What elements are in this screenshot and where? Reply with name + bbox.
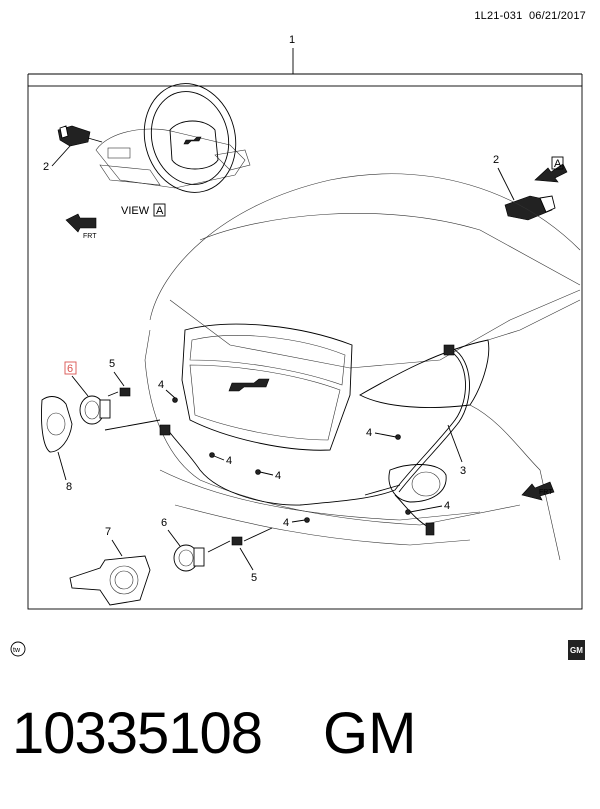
steering-wheel-illustration bbox=[95, 83, 251, 193]
diagram-frame bbox=[27, 85, 583, 610]
gm-logo-text: GM bbox=[570, 646, 583, 655]
callout-4-b: 4 bbox=[226, 455, 232, 467]
callout-5-bottom: 5 bbox=[251, 572, 257, 584]
callout-8: 8 bbox=[66, 481, 72, 493]
callout-4-d: 4 bbox=[283, 517, 289, 529]
frt-arrow-right: FRT bbox=[521, 481, 555, 501]
tw-mark: tw bbox=[10, 641, 26, 657]
callout-4-c: 4 bbox=[275, 470, 281, 482]
part-6-fog-lamp-bottom bbox=[173, 544, 205, 572]
view-a-arrow: A bbox=[534, 156, 568, 183]
doc-code: 1L21-031 bbox=[474, 10, 523, 22]
callout-7: 7 bbox=[105, 526, 111, 538]
view-label: VIEW bbox=[121, 205, 150, 217]
callout-6-highlight bbox=[64, 361, 77, 375]
callout-3: 3 bbox=[460, 465, 466, 477]
callout-1: 1 bbox=[289, 34, 295, 46]
callout-4-e: 4 bbox=[366, 427, 372, 439]
part-8-bezel-top bbox=[41, 396, 73, 453]
vehicle-front-illustration bbox=[144, 173, 581, 561]
frt-label-right: FRT bbox=[539, 489, 553, 496]
callout-6-bottom: 6 bbox=[161, 517, 167, 529]
header: 1L21-031 06/21/2017 bbox=[474, 10, 586, 22]
callout-4-f: 4 bbox=[444, 500, 450, 512]
view-letter: A bbox=[156, 205, 164, 217]
fasteners-4 bbox=[172, 397, 411, 523]
frt-label-upper: FRT bbox=[83, 233, 97, 240]
callout-2-left: 2 bbox=[43, 161, 49, 173]
view-letter-arrow: A bbox=[554, 158, 562, 170]
view-letter-box bbox=[153, 203, 166, 217]
part-number: 10335108 bbox=[12, 701, 263, 766]
part-5-bulb-socket-bottom bbox=[207, 527, 273, 553]
part-6-fog-lamp-top bbox=[79, 395, 111, 425]
part-5-bulb-socket-top bbox=[107, 387, 131, 397]
brand-name: GM bbox=[323, 701, 417, 766]
doc-date: 06/21/2017 bbox=[528, 10, 586, 22]
part-7-fog-lamp-bezel bbox=[69, 555, 151, 606]
gm-logo: GM bbox=[568, 640, 585, 660]
wiring-harness-3 bbox=[159, 344, 470, 536]
part-2-right-switch bbox=[504, 195, 556, 221]
part-2-left-switch bbox=[57, 125, 103, 147]
frt-arrow-upper-left: FRT bbox=[65, 213, 97, 240]
callout-4-a: 4 bbox=[158, 379, 164, 391]
callout-6-top: 6 bbox=[67, 363, 73, 375]
callout-5-top: 5 bbox=[109, 358, 115, 370]
callout-2-right: 2 bbox=[493, 154, 499, 166]
tw-mark-text: tw bbox=[13, 647, 21, 654]
